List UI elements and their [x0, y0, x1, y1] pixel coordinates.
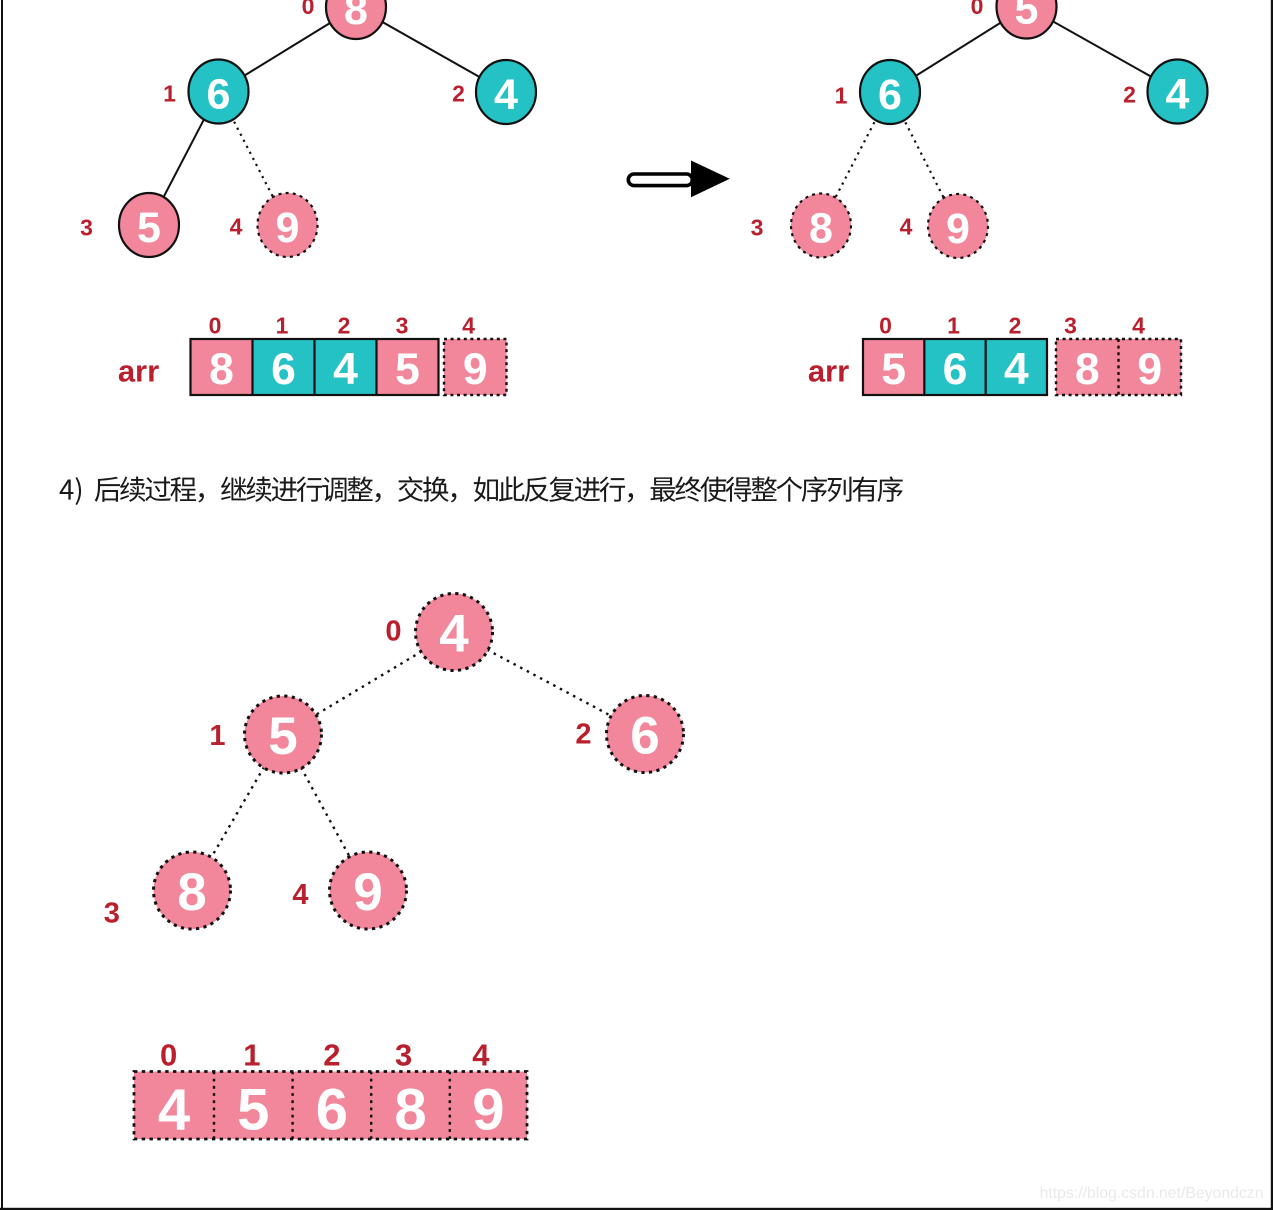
svg-text:4: 4 [439, 605, 469, 664]
svg-text:8: 8 [394, 1078, 426, 1143]
svg-text:4: 4 [1132, 313, 1145, 339]
svg-text:5: 5 [1015, 0, 1039, 34]
svg-text:5: 5 [237, 1078, 269, 1143]
svg-text:0: 0 [209, 313, 222, 339]
svg-text:2: 2 [1123, 82, 1136, 108]
svg-text:4: 4 [333, 345, 358, 394]
svg-text:4: 4 [494, 71, 518, 119]
svg-text:4: 4 [472, 1037, 490, 1072]
svg-text:9: 9 [1137, 345, 1162, 394]
svg-text:3: 3 [751, 214, 764, 240]
svg-text:8: 8 [1075, 345, 1100, 394]
svg-text:2: 2 [1009, 313, 1022, 339]
svg-text:9: 9 [472, 1078, 504, 1143]
svg-text:6: 6 [878, 71, 902, 119]
svg-text:4: 4 [1004, 345, 1029, 394]
svg-text:3: 3 [395, 1037, 412, 1072]
svg-text:4: 4 [462, 313, 475, 339]
svg-text:3: 3 [1064, 313, 1077, 339]
svg-text:2: 2 [452, 81, 465, 107]
svg-text:1: 1 [209, 720, 225, 752]
svg-text:4: 4 [230, 214, 243, 240]
svg-text:https://blog.csdn.net/Beyondcz: https://blog.csdn.net/Beyondczn [1040, 1185, 1264, 1202]
svg-text:5: 5 [881, 345, 906, 394]
svg-text:1: 1 [947, 313, 960, 339]
svg-text:2: 2 [575, 719, 591, 751]
svg-text:4: 4 [292, 879, 308, 911]
svg-text:0: 0 [160, 1037, 177, 1072]
svg-text:3: 3 [104, 898, 120, 930]
svg-text:8: 8 [209, 345, 234, 394]
svg-text:1: 1 [835, 82, 848, 108]
svg-text:6: 6 [271, 345, 296, 394]
svg-text:arr: arr [118, 354, 159, 389]
svg-text:5: 5 [268, 707, 297, 766]
svg-text:1: 1 [243, 1037, 260, 1072]
svg-text:arr: arr [808, 354, 849, 389]
svg-text:8: 8 [809, 205, 833, 253]
svg-text:9: 9 [276, 204, 300, 252]
svg-text:4: 4 [900, 214, 913, 240]
svg-text:6: 6 [207, 71, 231, 119]
svg-text:0: 0 [879, 313, 892, 339]
svg-text:8: 8 [177, 863, 206, 922]
svg-text:0: 0 [302, 0, 315, 19]
svg-text:1: 1 [163, 81, 176, 107]
svg-text:0: 0 [971, 0, 984, 19]
svg-text:9: 9 [353, 863, 382, 922]
svg-text:6: 6 [943, 345, 968, 394]
svg-text:3: 3 [396, 313, 409, 339]
svg-text:2: 2 [323, 1037, 340, 1072]
svg-text:6: 6 [316, 1078, 348, 1143]
svg-text:1: 1 [276, 313, 289, 339]
svg-text:0: 0 [385, 615, 401, 647]
svg-text:5: 5 [395, 345, 420, 394]
svg-text:4: 4 [158, 1078, 190, 1143]
svg-text:4: 4 [1166, 71, 1190, 119]
svg-text:8: 8 [344, 0, 368, 34]
svg-text:2: 2 [338, 313, 351, 339]
svg-text:6: 6 [630, 707, 659, 766]
svg-text:9: 9 [463, 345, 488, 394]
svg-text:9: 9 [946, 205, 970, 253]
svg-text:5: 5 [137, 204, 161, 252]
svg-text:3: 3 [80, 214, 93, 240]
